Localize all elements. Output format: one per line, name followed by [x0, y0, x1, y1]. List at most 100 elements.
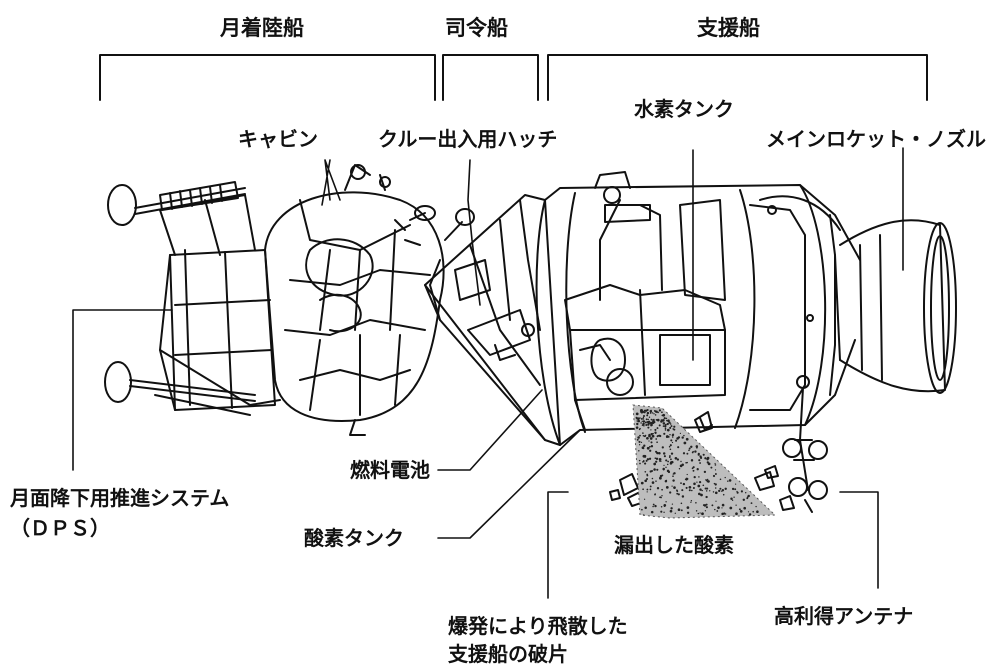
plume-dot	[655, 450, 658, 453]
plume-dot	[665, 466, 667, 469]
plume-dot	[673, 425, 676, 428]
plume-dot	[714, 483, 717, 486]
plume-dot	[642, 454, 646, 458]
plume-dot	[666, 419, 668, 422]
plume-dot	[640, 441, 643, 444]
plume-dot	[692, 486, 695, 490]
plume-dot	[747, 494, 750, 498]
plume-dot	[672, 475, 674, 478]
plume-dot	[721, 507, 723, 509]
plume-dot	[705, 495, 708, 499]
plume-dot	[677, 436, 681, 439]
plume-dot	[670, 439, 673, 442]
plume-dot	[714, 469, 717, 471]
plume-dot	[657, 434, 660, 437]
high-gain-antenna-label: 高利得アンテナ	[774, 604, 914, 628]
plume-dot	[692, 469, 695, 472]
plume-dot	[755, 505, 757, 508]
plume-dot	[682, 452, 686, 455]
plume-dot	[656, 418, 660, 422]
plume-dot	[676, 489, 678, 492]
plume-dot	[656, 441, 658, 444]
plume-dot	[653, 468, 656, 471]
plume-dot	[680, 482, 682, 484]
plume-dot	[666, 469, 670, 473]
plume-dot	[669, 423, 672, 425]
plume-dot	[688, 485, 692, 489]
plume-dot	[714, 473, 717, 475]
plume-dot	[714, 487, 717, 489]
command-module-heading: 司令船	[445, 16, 508, 40]
plume-dot	[649, 445, 651, 448]
plume-dot	[665, 459, 668, 462]
plume-dot	[666, 463, 669, 466]
plume-dot	[661, 488, 663, 491]
plume-dot	[635, 412, 639, 416]
plume-dot	[721, 512, 724, 516]
plume-dot	[655, 457, 659, 461]
plume-dot	[664, 425, 667, 428]
plume-dot	[752, 510, 754, 513]
plume-dot	[671, 485, 673, 487]
plume-dot	[738, 508, 741, 511]
plume-dot	[654, 493, 656, 496]
plume-dot	[646, 473, 649, 476]
plume-dot	[659, 474, 663, 478]
plume-dot	[636, 438, 639, 441]
plume-dot	[697, 453, 700, 456]
plume-dot	[660, 505, 663, 508]
plume-dot	[644, 421, 647, 424]
plume-dot	[714, 508, 716, 511]
plume-dot	[676, 458, 680, 461]
plume-dot	[661, 411, 663, 414]
fuel-cell-label: 燃料電池	[350, 458, 430, 482]
plume-dot	[677, 508, 681, 512]
plume-dot	[660, 510, 663, 513]
plume-dot	[647, 426, 650, 429]
plume-dot	[666, 428, 670, 432]
plume-dot	[735, 504, 737, 506]
plume-dot	[669, 444, 672, 447]
plume-dot	[671, 503, 674, 505]
plume-dot	[651, 481, 655, 484]
plume-dot	[650, 445, 654, 448]
leader-lines	[72, 147, 904, 599]
plume-dot	[643, 435, 646, 438]
plume-dot	[651, 421, 654, 423]
plume-dot	[665, 486, 669, 489]
plume-dot	[645, 423, 648, 427]
plume-dot	[661, 446, 664, 449]
cabin-label: キャビン	[238, 127, 318, 151]
plume-dot	[655, 480, 657, 482]
plume-dot	[682, 482, 686, 486]
hydrogen-tank-label: 水素タンク	[634, 97, 734, 121]
plume-dot	[733, 496, 735, 498]
plume-dot	[671, 461, 674, 464]
plume-dot	[646, 411, 650, 415]
plume-dot	[715, 491, 718, 495]
plume-dot	[650, 441, 653, 444]
plume-dot	[656, 468, 659, 471]
plume-dot	[706, 487, 709, 490]
plume-dot	[722, 493, 725, 496]
plume-dot	[721, 503, 725, 507]
plume-dot	[635, 416, 638, 419]
plume-dot	[685, 437, 689, 441]
plume-dot	[646, 478, 648, 480]
plume-dot	[681, 489, 684, 492]
plume-dot	[698, 480, 702, 484]
plume-dot	[735, 483, 737, 485]
plume-dot	[642, 416, 645, 419]
plume-dot	[655, 410, 658, 413]
plume-dot	[638, 428, 641, 431]
plume-dot	[658, 424, 661, 427]
plume-dot	[664, 429, 667, 431]
plume-dot	[642, 447, 645, 450]
plume-dot	[637, 417, 640, 421]
plume-dot	[695, 502, 697, 504]
plume-dot	[677, 446, 680, 449]
debris-label-line2: 支援船の破片	[448, 642, 568, 666]
plume-dot	[668, 456, 671, 459]
plume-dot	[714, 462, 716, 465]
